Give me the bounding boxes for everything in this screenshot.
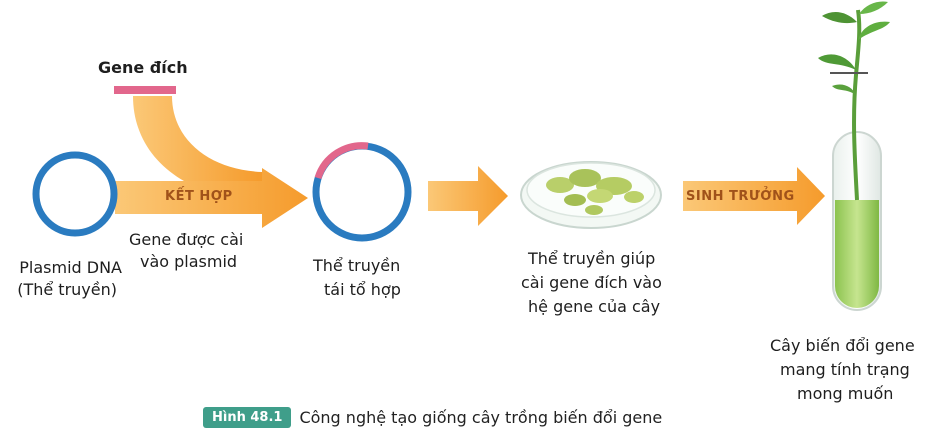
- petri-dish: [520, 161, 662, 229]
- the-truyen-label-2: tái tổ hợp: [324, 280, 401, 299]
- ket-hop-arrow: [115, 168, 308, 228]
- plasmid-label-1: Plasmid DNA: [19, 258, 122, 277]
- cay-label-3: mong muốn: [797, 384, 894, 403]
- gene-cai-label-2: vào plasmid: [140, 252, 238, 271]
- sinh-truong-arrow: [683, 167, 825, 225]
- giup-label-3: hệ gene của cây: [528, 297, 661, 316]
- test-tube: [818, 1, 890, 311]
- curved-arrow: [133, 96, 262, 200]
- arrow-to-petri: [428, 166, 508, 226]
- gene-dich-label: Gene đích: [98, 58, 188, 77]
- plasmid-circle: [32, 151, 118, 237]
- ket-hop-label: KẾT HỢP: [165, 189, 233, 204]
- giup-label-2: cài gene đích vào: [521, 273, 662, 292]
- cay-label-1: Cây biến đổi gene: [770, 336, 915, 355]
- gene-cai-label-1: Gene được cài: [129, 230, 244, 249]
- recombinant-gene-arc: [314, 142, 369, 180]
- cay-label-2: mang tính trạng: [780, 360, 910, 379]
- sinh-truong-label: SINH TRƯỞNG: [686, 189, 795, 204]
- plasmid-label-2: (Thể truyền): [17, 280, 117, 299]
- figure-badge: Hình 48.1: [203, 406, 292, 428]
- caption-text: Công nghệ tạo giống cây trồng biến đổi g…: [299, 407, 663, 427]
- gene-bar: [114, 86, 176, 94]
- the-truyen-label-1: Thể truyền: [313, 256, 401, 275]
- figure-caption: Hình 48.1 Công nghệ tạo giống cây trồng …: [203, 404, 662, 430]
- giup-label-1: Thể truyền giúp: [528, 249, 656, 268]
